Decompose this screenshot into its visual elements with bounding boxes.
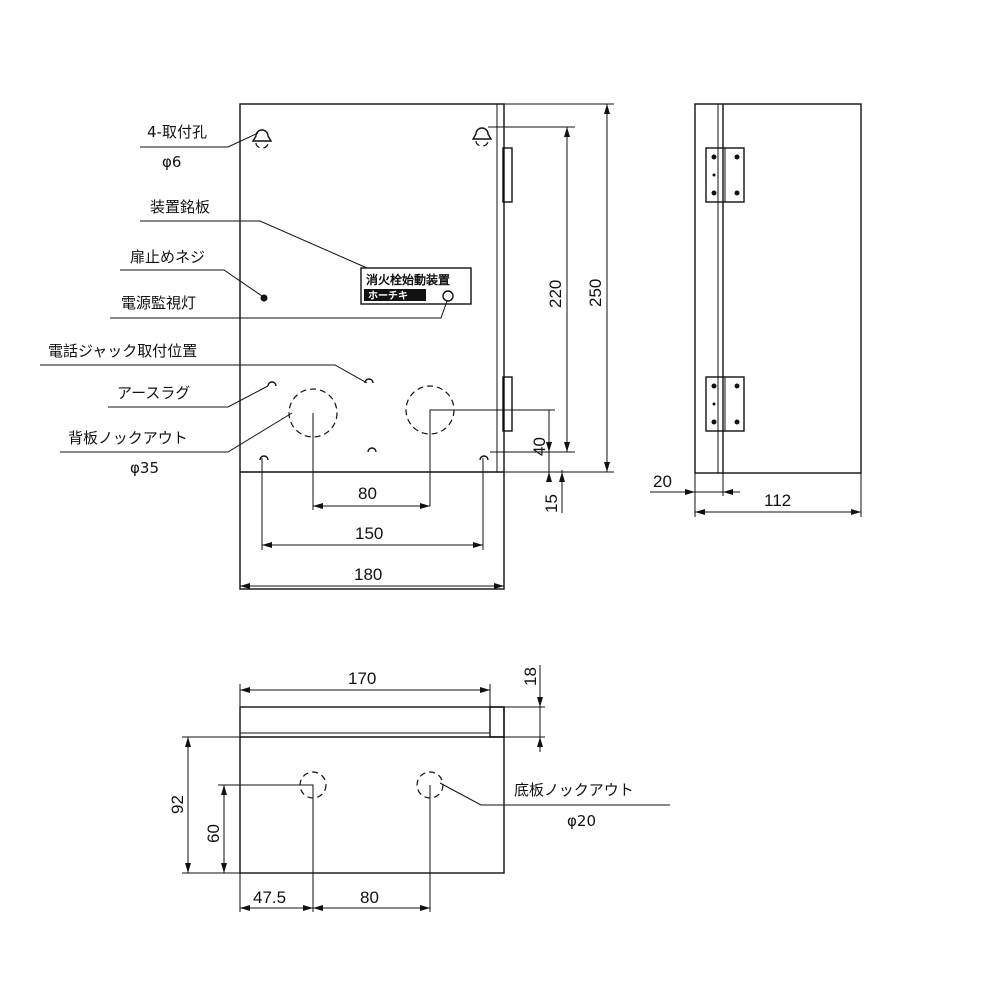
dim-width: 180 xyxy=(240,565,504,589)
svg-text:180: 180 xyxy=(354,565,382,584)
nameplate-brand-logo xyxy=(364,289,426,301)
door-screw xyxy=(260,294,268,302)
bottom-hinge xyxy=(489,706,505,738)
label-door-screw: 扉止めネジ xyxy=(120,248,263,297)
nameplate-brand: ホーチキ xyxy=(368,290,408,302)
svg-text:60: 60 xyxy=(204,824,223,843)
dim-knockout-height: 40 xyxy=(450,409,555,482)
back-knockout-left xyxy=(288,388,338,438)
svg-text:扉止めネジ: 扉止めネジ xyxy=(130,248,205,266)
svg-text:φ35: φ35 xyxy=(130,459,159,477)
svg-text:アースラグ: アースラグ xyxy=(117,384,190,402)
svg-text:電話ジャック取付位置: 電話ジャック取付位置 xyxy=(48,342,197,360)
dim-bottom-horizontal: 47.5 80 xyxy=(239,785,431,912)
side-body-outline xyxy=(694,103,862,474)
label-power-lamp: 電源監視灯 xyxy=(110,294,448,319)
dim-bottom-knockout-offset: 60 xyxy=(204,784,314,912)
dim-knockout-pitch: 80 xyxy=(312,409,450,510)
upper-hinge xyxy=(502,147,513,203)
dim-bottom-step: 18 xyxy=(504,665,545,752)
dim-hole-pitch: 220 xyxy=(488,126,575,453)
nameplate-text: 消火栓始動装置 xyxy=(366,272,450,287)
keyhole-top-right xyxy=(471,127,493,147)
label-earth-lug: アースラグ xyxy=(108,384,269,408)
side-view: 20 112 xyxy=(650,103,862,517)
svg-text:電源監視灯: 電源監視灯 xyxy=(121,294,196,312)
svg-text:112: 112 xyxy=(764,491,791,510)
svg-text:φ6: φ6 xyxy=(162,153,181,171)
earth-lug-left xyxy=(267,381,277,387)
svg-text:150: 150 xyxy=(355,524,383,543)
label-phone-jack: 電話ジャック取付位置 xyxy=(40,342,368,384)
svg-text:4-取付孔: 4-取付孔 xyxy=(147,123,207,141)
side-upper-hinge xyxy=(705,147,745,203)
svg-text:背板ノックアウト: 背板ノックアウト xyxy=(68,429,188,447)
lower-hinge xyxy=(502,376,513,432)
svg-text:18: 18 xyxy=(521,667,540,686)
label-bottom-knockout: 底板ノックアウト φ20 xyxy=(439,781,670,830)
svg-text:15: 15 xyxy=(542,494,561,513)
svg-text:47.5: 47.5 xyxy=(253,888,286,907)
keyhole-bottom-right xyxy=(479,455,489,461)
svg-text:250: 250 xyxy=(586,279,605,307)
svg-text:底板ノックアウト: 底板ノックアウト xyxy=(514,781,634,799)
keyhole-bottom-left xyxy=(259,455,269,461)
dim-bottom-width: 170 xyxy=(239,669,491,707)
svg-text:φ20: φ20 xyxy=(567,812,596,830)
svg-text:170: 170 xyxy=(348,669,376,688)
label-back-knockout: 背板ノックアウト φ35 xyxy=(60,412,293,477)
dim-depth: 112 xyxy=(694,473,862,517)
dim-height: 250 xyxy=(504,103,614,473)
bottom-body-outline xyxy=(239,706,505,874)
bottom-view: 底板ノックアウト φ20 170 18 xyxy=(168,665,670,912)
front-view: 消火栓始動装置 ホーチキ 4-取付孔 φ6 装置銘板 扉止めネジ 電源監視灯 電… xyxy=(40,103,614,590)
dim-door-depth: 20 xyxy=(650,472,740,495)
svg-text:40: 40 xyxy=(530,437,549,456)
dim-bottom-depth: 92 xyxy=(168,736,240,874)
side-lower-hinge xyxy=(705,376,745,432)
svg-text:92: 92 xyxy=(168,795,187,814)
front-enclosure-outline xyxy=(239,103,505,590)
svg-text:装置銘板: 装置銘板 xyxy=(150,198,210,216)
svg-text:220: 220 xyxy=(546,280,565,308)
label-nameplate: 装置銘板 xyxy=(140,198,368,269)
dim-bottom-offset: 15 xyxy=(542,470,565,513)
nameplate xyxy=(360,267,472,305)
svg-text:80: 80 xyxy=(358,484,377,503)
label-mount-holes: 4-取付孔 φ6 xyxy=(140,123,259,171)
power-lamp xyxy=(442,290,454,302)
dim-lug-pitch: 150 xyxy=(261,458,484,550)
svg-text:80: 80 xyxy=(360,888,379,907)
keyhole-top-left xyxy=(251,129,273,149)
earth-lug-bottom xyxy=(367,447,377,453)
svg-text:20: 20 xyxy=(653,472,672,491)
